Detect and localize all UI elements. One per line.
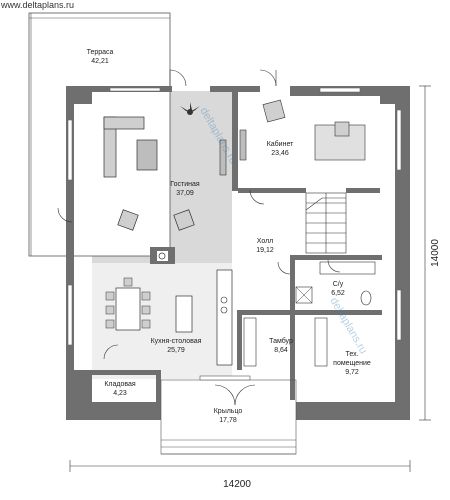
wardrobe <box>243 317 257 367</box>
room-area-tech: 9,72 <box>345 369 359 376</box>
room-area-cabinet: 23,46 <box>271 150 289 157</box>
room-name-storage: Кладовая <box>104 381 136 388</box>
room-area-storage: 4,23 <box>113 390 127 397</box>
interior-walls <box>92 91 382 405</box>
watermark-2: deltaplans.ru <box>327 296 369 357</box>
cabinet-shelf <box>239 129 247 161</box>
room-name-terrace: Терраса <box>87 49 114 56</box>
cabinet-armchair <box>262 99 286 123</box>
dimension-lines <box>69 85 431 472</box>
dimension-height: 14000 <box>430 239 441 267</box>
room-area-terrace: 42,21 <box>91 58 109 65</box>
armchairs <box>117 209 195 231</box>
room-name-living: Гостиная <box>170 181 200 188</box>
doors <box>57 69 341 406</box>
room-name-bathroom: С/у <box>333 281 344 288</box>
terrace-area <box>28 12 171 257</box>
room-area-vestibule: 8,64 <box>274 347 288 354</box>
coffee-table <box>136 139 158 171</box>
sofa <box>103 116 145 178</box>
kitchen-island <box>175 295 193 333</box>
room-area-hall: 19,12 <box>256 247 274 254</box>
tv-unit <box>219 139 227 176</box>
room-area-porch: 17,78 <box>219 417 237 424</box>
dining-chairs <box>105 277 151 329</box>
toilet-icon <box>360 290 372 306</box>
kitchen-counter <box>216 269 233 366</box>
room-name-cabinet: Кабинет <box>267 140 294 148</box>
room-name-kitchen: Кухня-столовая <box>151 338 202 345</box>
room-name-tech-2: помещение <box>333 360 371 367</box>
kitchen-floor <box>92 263 232 379</box>
room-area-living: 37,09 <box>176 190 194 197</box>
room-name-hall: Холл <box>257 238 274 245</box>
room-name-porch: Крыльцо <box>214 408 243 415</box>
site-label: www.deltaplans.ru <box>1 0 75 10</box>
bath-counter <box>319 261 376 275</box>
staircase <box>305 192 347 254</box>
room-name-tech: Тех. <box>345 351 358 358</box>
room-area-bathroom: 6,52 <box>331 290 345 297</box>
plant-icon <box>180 102 200 120</box>
office-chair <box>334 121 350 137</box>
room-area-kitchen: 25,79 <box>167 347 185 354</box>
wardrobe-2 <box>314 317 328 367</box>
dining-table <box>115 287 141 331</box>
room-name-vestibule: Тамбур <box>269 337 293 345</box>
room-labels: Терраса 42,21 Кабинет 23,46 Гостиная 37,… <box>87 49 371 424</box>
dimension-width: 14200 <box>223 479 251 490</box>
